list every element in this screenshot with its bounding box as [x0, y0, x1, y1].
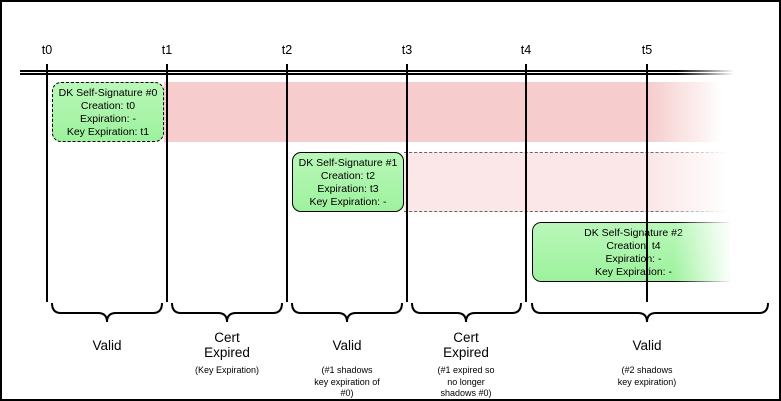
tick-label-t0: t0 [41, 43, 53, 57]
key-expiration-line: Key Expiration: - [309, 196, 387, 208]
tick-line-t5 [646, 64, 648, 302]
period-sub-label: (Key Expiration) [194, 365, 260, 375]
brace-period-3 [411, 302, 522, 323]
key-expiration-line: Key Expiration: t1 [66, 126, 150, 138]
signature-title: DK Self-Signature #2 [584, 227, 683, 239]
expiration-line: Expiration: - [79, 113, 137, 125]
brace-period-0 [51, 302, 163, 323]
period-label: Valid [92, 337, 122, 353]
period-braces [51, 302, 769, 323]
tick-line-t2 [286, 64, 288, 302]
validity-band-signature-1 [404, 152, 734, 212]
period-group-1: Cert Expired (Key Expiration) [142, 328, 312, 377]
period-group-2: Valid (#1 shadows key expiration of #0) [262, 328, 432, 399]
creation-line: Creation: t2 [320, 170, 376, 182]
creation-line: Creation: t4 [606, 240, 661, 252]
expiration-line: Expiration: - [605, 253, 662, 265]
period-group-4: Valid (#2 shadows key expiration) [562, 328, 732, 388]
signature-title: DK Self-Signature #0 [58, 87, 158, 99]
brace-period-1 [171, 302, 283, 323]
tick-line-t3 [406, 64, 408, 302]
expiration-line: Expiration: t3 [317, 183, 379, 195]
period-sub-label: (#1 shadows key expiration of #0) [314, 365, 380, 398]
tick-label-t2: t2 [281, 43, 293, 57]
period-group-0: Valid [22, 328, 192, 365]
tick-label-t4: t4 [520, 43, 532, 57]
creation-line: Creation: t0 [80, 100, 136, 112]
tick-label-t3: t3 [401, 43, 413, 57]
period-label: Valid [632, 337, 662, 353]
period-label: Cert Expired [443, 330, 489, 360]
tick-line-t0 [46, 64, 48, 302]
signature-box-2: DK Self-Signature #2 Creation: t4 Expira… [532, 222, 734, 282]
tick-line-t1 [166, 64, 168, 302]
signature-box-0: DK Self-Signature #0 Creation: t0 Expira… [52, 82, 164, 142]
signature-box-1: DK Self-Signature #1 Creation: t2 Expira… [292, 152, 404, 212]
period-sub-label: (#1 expired so no longer shadows #0) [437, 365, 495, 398]
key-expiration-line: Key Expiration: - [594, 266, 673, 278]
brace-period-2 [291, 302, 403, 323]
tick-line-t4 [525, 64, 527, 302]
tick-label-t5: t5 [641, 43, 653, 57]
signature-title: DK Self-Signature #1 [298, 157, 398, 169]
period-sub-label: (#2 shadows key expiration) [617, 365, 677, 387]
time-axis [20, 70, 734, 75]
brace-period-4 [531, 302, 769, 323]
validity-band-signature-0 [164, 82, 734, 142]
tick-label-t1: t1 [161, 43, 173, 57]
period-label: Valid [332, 337, 362, 353]
period-group-3: Cert Expired (#1 expired so no longer sh… [381, 328, 551, 399]
period-label: Cert Expired [204, 330, 250, 360]
